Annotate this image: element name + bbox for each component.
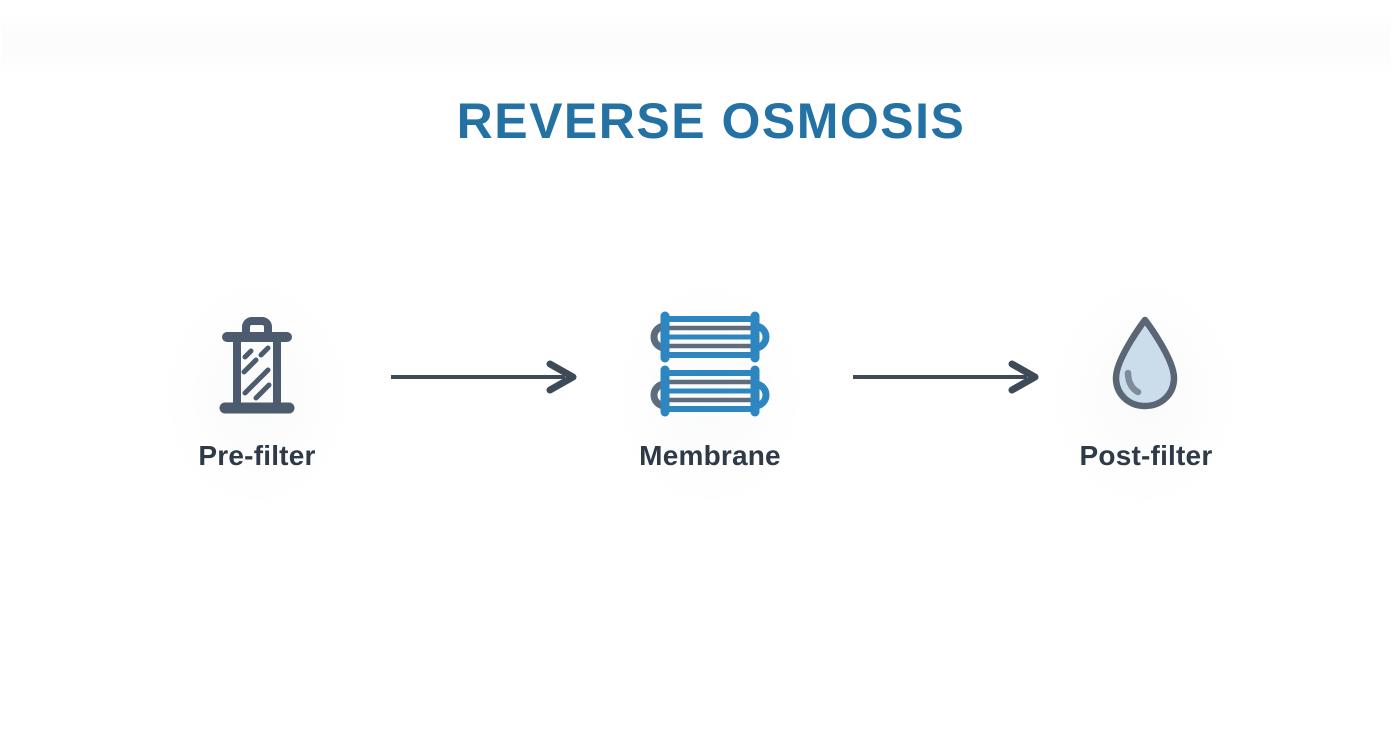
filter-mesh-slashes [241, 345, 272, 401]
stage-label-pre-filter: Pre-filter [198, 440, 316, 471]
stage-label-post-filter: Post-filter [1079, 440, 1213, 471]
page-title: REVERSE OSMOSIS [456, 93, 966, 149]
drop-highlight [1124, 369, 1142, 396]
membrane-module-icon [650, 311, 770, 417]
flow-arrow-right-2 [853, 360, 1039, 394]
drop-body [1112, 316, 1178, 410]
pre-filter-canister-icon [219, 317, 295, 414]
stage-label-membrane: Membrane [639, 440, 781, 471]
water-drop-icon [1112, 316, 1178, 410]
background-haze [0, 22, 1392, 66]
flow-arrow-right-1 [391, 360, 577, 394]
